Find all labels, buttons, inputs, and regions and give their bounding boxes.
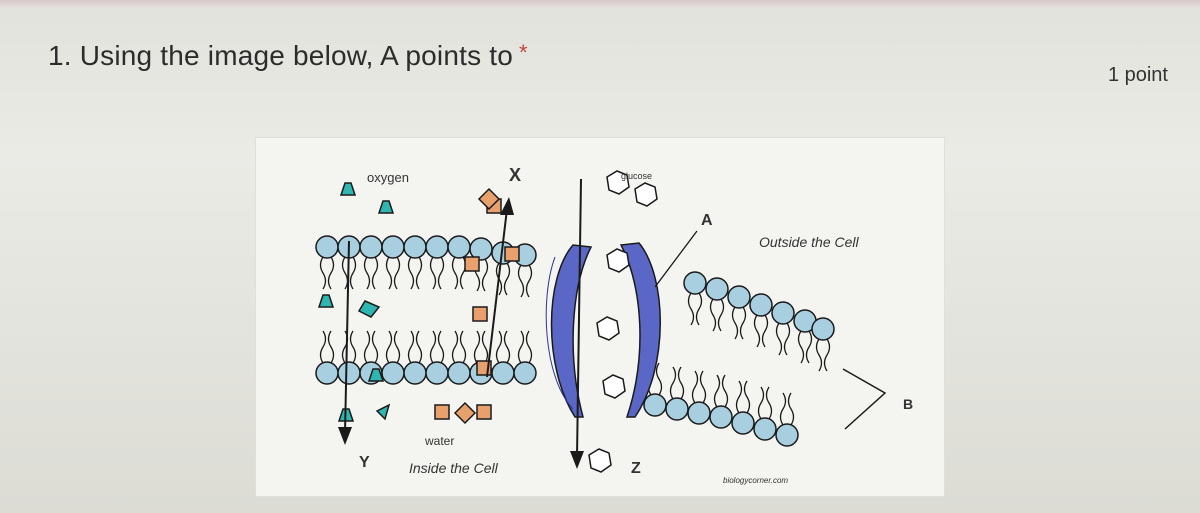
points-label: 1 point <box>1107 64 1168 86</box>
membrane-diagram-svg: oxygen glucose X A Outside the Cell B wa… <box>315 165 913 485</box>
question-title: 1. Using the image below, A points to* <box>48 40 528 72</box>
arrow-z <box>570 178 584 469</box>
label-a: A <box>701 212 713 229</box>
water-molecules <box>434 187 520 425</box>
arrow-x <box>486 197 514 378</box>
oxygen-molecules <box>317 182 395 422</box>
label-water: water <box>424 434 454 448</box>
label-inside-cell: Inside the Cell <box>409 460 499 476</box>
label-y: Y <box>359 454 370 471</box>
label-outside-cell: Outside the Cell <box>759 234 859 250</box>
card-top-border <box>0 0 1200 8</box>
arrow-y <box>338 240 352 445</box>
membrane-diagram: oxygen glucose X A Outside the Cell B wa… <box>255 137 945 497</box>
label-glucose: glucose <box>621 171 652 181</box>
label-z: Z <box>631 460 641 477</box>
question-text: 1. Using the image below, A points to <box>48 40 514 71</box>
lower-leaflet-right <box>643 362 799 447</box>
label-credit: biologycorner.com <box>723 476 788 485</box>
upper-leaflet-right <box>683 271 835 372</box>
glucose-molecules <box>588 170 658 473</box>
label-b: B <box>903 396 913 412</box>
channel-protein <box>545 242 661 418</box>
label-x: X <box>509 165 521 185</box>
required-asterisk: * <box>519 40 528 65</box>
label-oxygen: oxygen <box>367 170 409 185</box>
pointer-a-line <box>654 230 698 288</box>
bracket-b <box>842 368 887 430</box>
lower-leaflet-left <box>315 330 537 385</box>
